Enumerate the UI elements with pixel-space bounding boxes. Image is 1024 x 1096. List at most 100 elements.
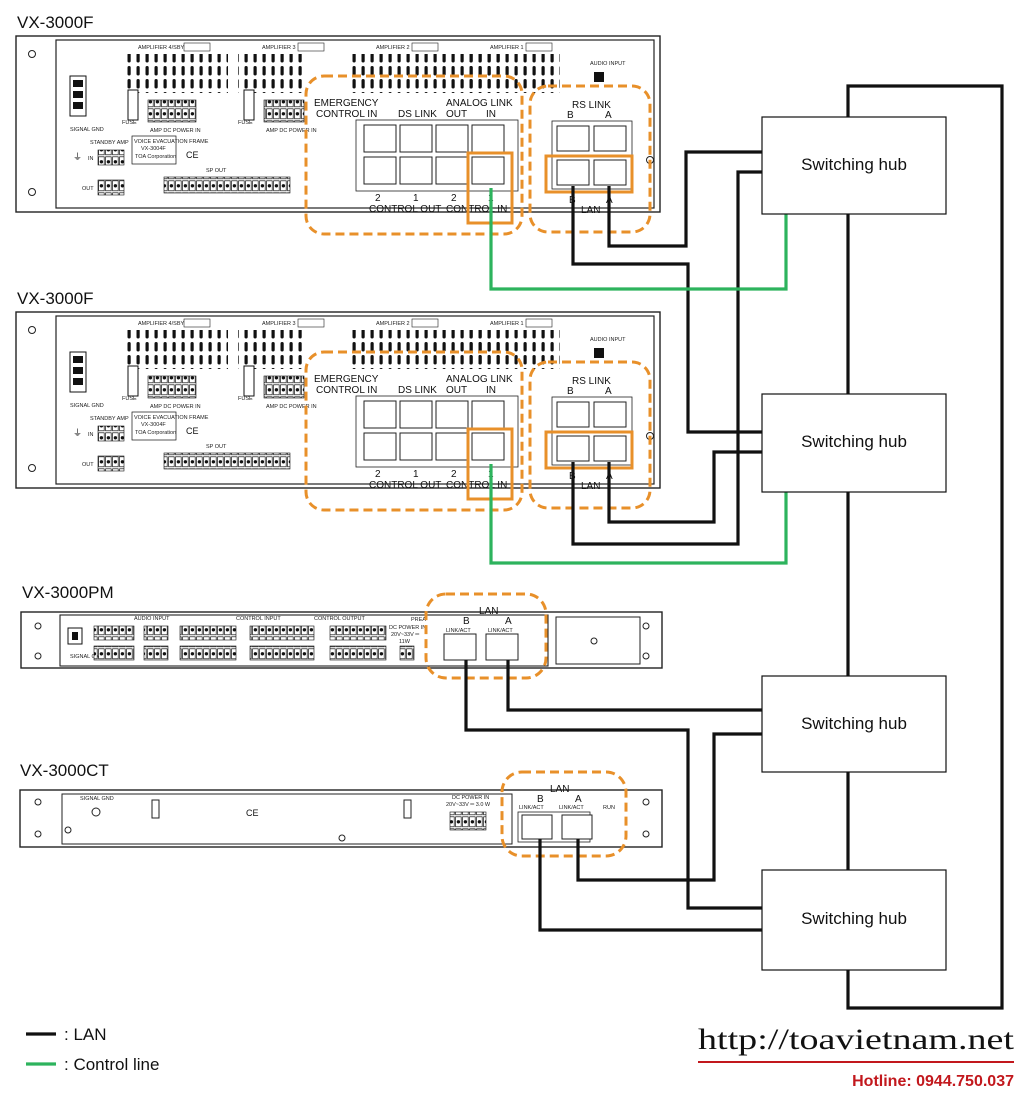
lan-b-label: B: [463, 616, 470, 627]
vx-3000f-unit-2: VX-3000F AMPLIFIER 4/SBY AMPLIFIER 3 AMP…: [15, 289, 661, 512]
control-input-label: CONTROL INPUT: [236, 616, 281, 622]
amp-dc-power-terminal: [147, 99, 197, 123]
dc-power-terminal: [449, 811, 487, 831]
analog-out-label: OUT: [446, 385, 467, 396]
terminal-strip: [143, 625, 169, 641]
ce-mark: CE: [186, 150, 199, 160]
link-act-label: LINK/ACT: [519, 805, 544, 811]
terminal-strip: [93, 625, 135, 641]
rs-lan-area-highlight: [528, 84, 652, 234]
analog-link-label: ANALOG LINK: [446, 98, 513, 109]
lan-label: LAN: [479, 606, 498, 617]
analog-in-label: IN: [486, 385, 496, 396]
terminal-strip: [93, 645, 135, 661]
control-output-label: CONTROL OUTPUT: [314, 616, 365, 622]
terminal-pin: [73, 80, 83, 87]
terminal-pin: [73, 378, 83, 385]
amp-dc-power-terminal: [147, 375, 197, 399]
lan-port-b: [521, 814, 553, 840]
audio-input-label: AUDIO INPUT: [590, 61, 626, 67]
rj45-port: [363, 124, 397, 153]
lan-label: LAN: [581, 481, 600, 492]
model-plate: [131, 411, 177, 441]
dc-power-label: 11W: [399, 639, 411, 645]
emergency-label: EMERGENCY: [314, 98, 379, 109]
lan-cable: [571, 186, 762, 434]
branding: http://toavietnam.net Hotline: 0944.750.…: [698, 1023, 1015, 1090]
audio-input-connector: [594, 348, 604, 358]
ds-link-label: DS LINK: [398, 385, 437, 396]
amp-badge: [525, 42, 553, 52]
rack-hole: [34, 798, 42, 806]
vent-grille: [238, 54, 304, 93]
rack-hole: [28, 464, 36, 472]
backbone-cable: [846, 84, 1004, 1010]
amp-dc-power-label: AMP DC POWER IN: [150, 128, 201, 134]
fuse-holder: [127, 89, 139, 121]
panel-screw: [338, 834, 346, 842]
rack-hole: [642, 622, 650, 630]
dc-power-terminal: [399, 645, 415, 661]
lan-cable: [607, 450, 762, 524]
lan-highlight: [544, 154, 634, 194]
pre-label: PREA: [411, 617, 426, 623]
rack-hole: [28, 188, 36, 196]
rj45-port: [363, 400, 397, 429]
fuse-label: FUSE: [238, 120, 253, 126]
standby-in-terminal: [97, 425, 125, 442]
amp-label: AMPLIFIER 4/SBY: [138, 45, 184, 51]
rs-b-label: B: [567, 110, 574, 121]
rj45-port: [435, 156, 469, 185]
brand-label: TOA Corporation: [135, 154, 176, 160]
frame-label: VOICE EVACUATION FRAME: [134, 415, 209, 421]
website-url: http://toavietnam.net: [698, 1023, 1015, 1056]
amp-label: AMPLIFIER 1: [490, 45, 524, 51]
rack-hole: [28, 326, 36, 334]
analog-link-label: ANALOG LINK: [446, 374, 513, 385]
sp-out-label: SP OUT: [206, 444, 227, 450]
rack-hole: [34, 622, 42, 630]
lan-port-a: [561, 814, 593, 840]
lan-a-label: A: [505, 616, 512, 627]
lan-port-section: LAN B A LINK/ACT LINK/ACT: [424, 592, 548, 680]
rs-link-label: RS LINK: [572, 376, 611, 387]
control-out-label: CONTROL OUT: [369, 480, 441, 491]
terminal-strip: [179, 645, 237, 661]
rj45-port: [363, 432, 397, 461]
fuse-holder: [243, 365, 255, 397]
lan-port-a: [485, 633, 519, 661]
analog-out-label: OUT: [446, 109, 467, 120]
amp-dc-power-label: AMP DC POWER IN: [266, 404, 317, 410]
amp-label: AMPLIFIER 2: [376, 321, 410, 327]
standby-amp-label: STANDBY AMP: [90, 140, 129, 146]
signal-gnd-label: SIGNAL GND: [70, 654, 104, 660]
control-out-num: 1: [413, 193, 419, 204]
gnd-screw: [72, 632, 78, 640]
lan-highlight: [544, 430, 634, 470]
amp-label: AMPLIFIER 1: [490, 321, 524, 327]
lan-port-b: [556, 435, 590, 462]
switching-hub-3: Switching hub: [761, 675, 947, 773]
rs-a-label: A: [605, 110, 612, 121]
chassis-panel: [61, 793, 513, 845]
rj45-port: [399, 432, 433, 461]
legend-lan-label: : LAN: [64, 1025, 107, 1044]
dc-power-label: DC POWER IN: [452, 795, 489, 801]
rj45-port: [399, 400, 433, 429]
signal-gnd-label: SIGNAL GND: [70, 403, 104, 409]
ce-mark: CE: [246, 808, 259, 818]
device-title: VX-3000CT: [20, 761, 109, 780]
hub-box: [761, 116, 947, 215]
dc-power-label: DC POWER IN: [389, 625, 426, 631]
lan-cable: [607, 150, 762, 248]
control-out-num: 2: [375, 469, 381, 480]
brand-label: TOA Corporation: [135, 430, 176, 436]
terminal-pin: [73, 367, 83, 374]
rs-link-label: RS LINK: [572, 100, 611, 111]
legend-control-label: : Control line: [64, 1055, 159, 1074]
lan-cable: [464, 660, 762, 910]
ce-mark: CE: [186, 426, 199, 436]
control-out-label: CONTROL OUT: [369, 204, 441, 215]
rs-port-b: [556, 125, 590, 152]
legend: : LAN : Control line: [26, 1025, 159, 1074]
